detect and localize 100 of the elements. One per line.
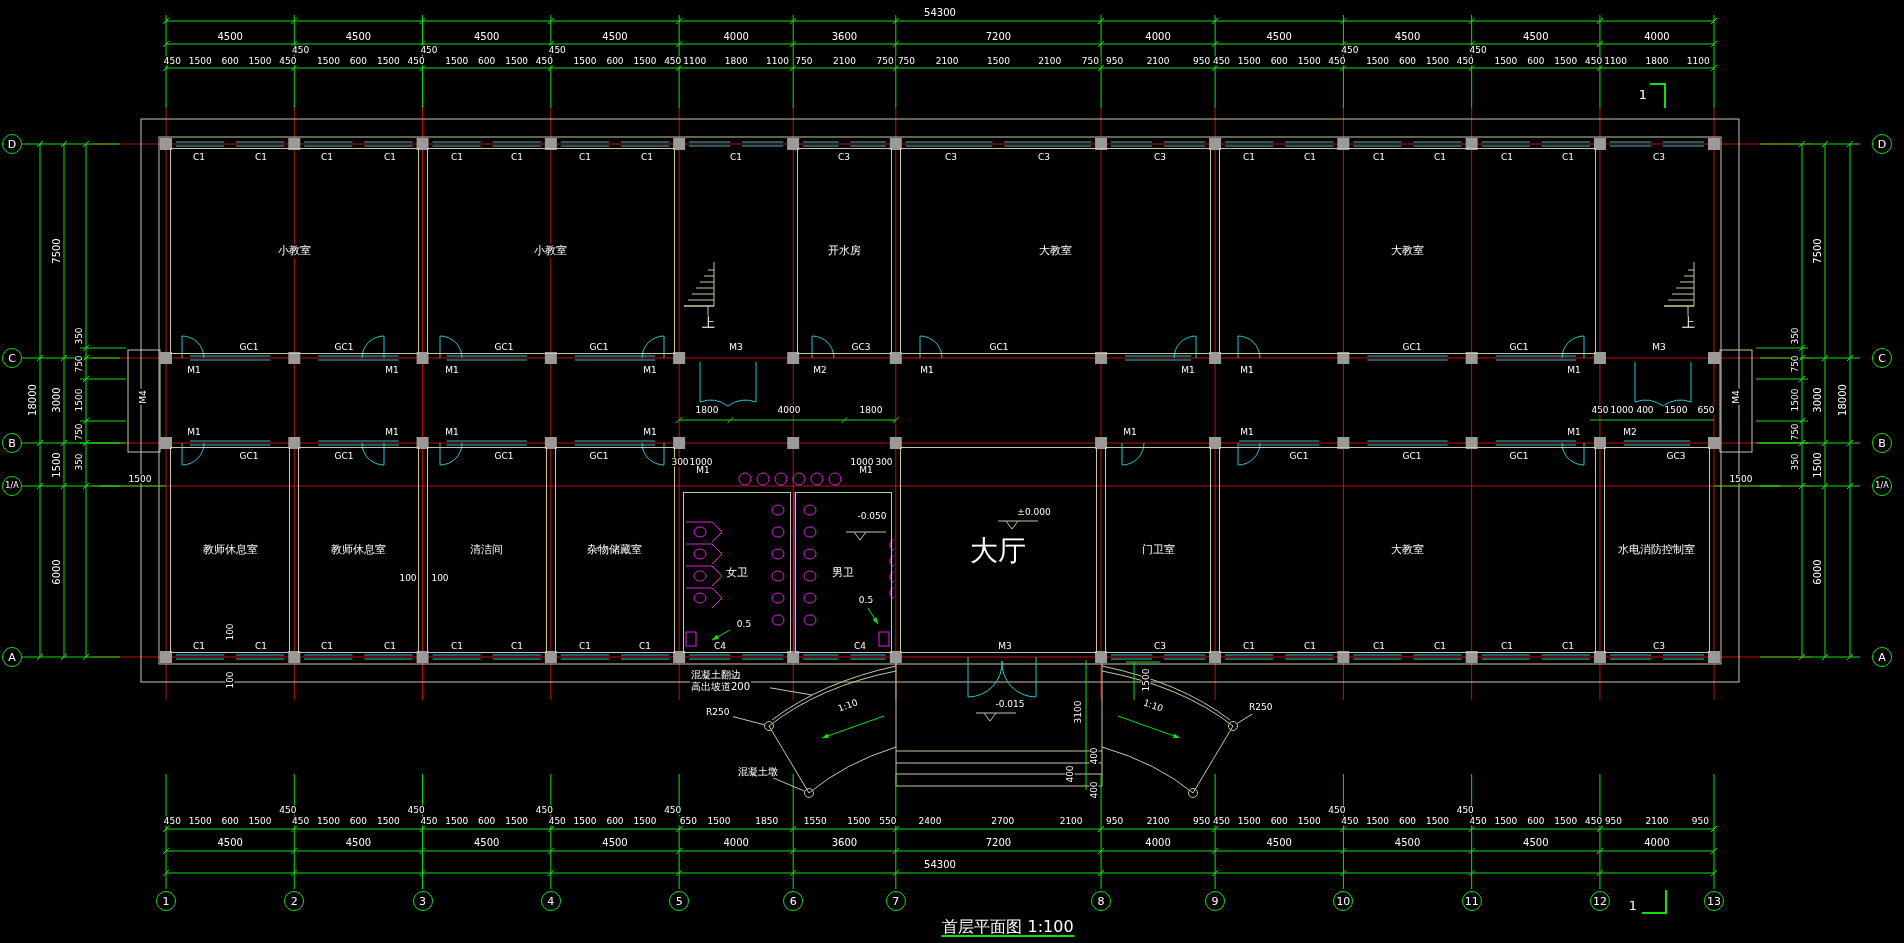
annotation-text: 混凝土墩 [737, 766, 781, 778]
stair-direction-text: 上 [700, 315, 716, 329]
dimension-text: 100 [225, 670, 235, 690]
door-window-code: M1 [1239, 365, 1255, 375]
dimension-text: 6000 [1813, 558, 1823, 586]
dimension-text: 450 [1211, 56, 1232, 66]
axis-bubble: 2 [284, 891, 305, 911]
dimension-text: 450 [547, 45, 567, 55]
dimension-text: 4500 [1265, 838, 1293, 848]
elevation-text: ±0.000 [1016, 507, 1052, 517]
dimension-text: 4500 [344, 838, 373, 848]
dimension-text: 950 [1191, 56, 1212, 66]
dimension-text: 1500 [1365, 816, 1391, 826]
axis-bubble: A [2, 647, 22, 667]
dimension-text: 600 [348, 816, 368, 826]
dimension-text: 54300 [923, 860, 957, 870]
dimension-text: 1500 [247, 56, 273, 66]
dimension-text: 2100 [1037, 56, 1063, 66]
dimension-text: 1850 [754, 816, 780, 826]
dimension-text: 450 [419, 816, 439, 826]
dimension-text: 600 [220, 816, 240, 826]
dimension-text: 1500 [1663, 405, 1689, 415]
section-number: 1 [1627, 898, 1639, 912]
dimension-text: 450 [291, 45, 311, 55]
dimension-text: 650 [1696, 405, 1716, 415]
axis-bubble: 4 [540, 891, 561, 911]
dimension-text: 1550 [802, 816, 828, 826]
door-window-code: C1 [729, 152, 743, 162]
dimension-text: 100 [225, 622, 235, 642]
axis-bubble: 1/A [2, 476, 22, 496]
dimension-text: 1500 [1790, 387, 1800, 413]
dimension-text: 600 [1397, 56, 1418, 66]
dimension-text: 1500 [706, 816, 732, 826]
door-window-code: C1 [1303, 152, 1317, 162]
dimension-text: 4000 [1144, 838, 1172, 848]
dimension-text: 1100 [765, 56, 790, 66]
dimension-text: 950 [1603, 816, 1624, 826]
dimension-text: 450 [406, 805, 426, 815]
dimension-text: 1500 [572, 56, 598, 66]
door-window-code: C3 [1652, 152, 1666, 162]
dimension-text: 600 [477, 56, 497, 66]
dimension-text: 7500 [52, 237, 62, 265]
dimension-text: 350 [74, 452, 84, 472]
dimension-text: 4500 [601, 838, 629, 848]
dimension-text: 450 [1340, 45, 1360, 55]
dimension-text: 4000 [1643, 838, 1671, 848]
dimension-text: 750 [1790, 422, 1800, 442]
elevation-text: -0.050 [856, 511, 888, 521]
dimension-text: 550 [878, 816, 898, 826]
door-window-code: GC1 [588, 342, 610, 352]
dimension-text: 1500 [1493, 56, 1519, 66]
dimension-text: 450 [1455, 56, 1475, 66]
dimension-text: 600 [348, 56, 368, 66]
dimension-text: 1500 [1425, 816, 1450, 826]
dimension-text: 1000 [1609, 405, 1635, 415]
dimension-text: 750 [1790, 354, 1800, 374]
dimension-text: 2400 [917, 816, 943, 826]
door-window-code: M1 [1566, 365, 1582, 375]
dimension-text: 1500 [1728, 474, 1754, 484]
door-window-code: C1 [1500, 152, 1514, 162]
dimension-text: 450 [1327, 805, 1347, 815]
dimension-text: 1500 [1365, 56, 1391, 66]
dimension-text: 1500 [572, 816, 598, 826]
axis-bubble: 10 [1333, 891, 1354, 911]
door-window-code: GC3 [850, 342, 872, 352]
dimension-text: 1100 [1603, 56, 1629, 66]
dimension-text: 4000 [722, 838, 750, 848]
dimension-text: 4000 [1144, 32, 1172, 42]
dimension-text: 4500 [1393, 838, 1422, 848]
dimension-text: 950 [1191, 816, 1212, 826]
door-window-code: M1 [1180, 365, 1196, 375]
dimension-text: 2100 [1058, 816, 1084, 826]
door-window-code: M1 [858, 465, 874, 475]
door-window-code: M1 [1566, 427, 1582, 437]
dimension-text: 1500 [444, 56, 470, 66]
dimension-text: 600 [605, 56, 625, 66]
dimension-text: 1500 [1236, 56, 1262, 66]
door-window-code: C1 [1303, 641, 1317, 651]
dimension-text: 1500 [1425, 56, 1450, 66]
dimension-text: 600 [1526, 816, 1546, 826]
door-window-code: C1 [254, 152, 268, 162]
door-window-code: GC1 [588, 451, 610, 461]
door-window-code: GC3 [1665, 451, 1687, 461]
dimension-text: 1500 [52, 451, 62, 479]
door-window-code: M1 [444, 365, 460, 375]
door-window-code: GC1 [1401, 451, 1423, 461]
axis-bubble: B [2, 433, 22, 453]
dimension-text: 1500 [375, 816, 401, 826]
annotation-text: 混凝土翻边 高出坡道200 [690, 667, 770, 695]
dimension-text: 1800 [1644, 56, 1670, 66]
door-window-code: GC1 [988, 342, 1010, 352]
dimension-text: 400 [1065, 764, 1075, 784]
door-window-code: C1 [1372, 152, 1386, 162]
door-window-code: C3 [1037, 152, 1051, 162]
dimension-text: 950 [1690, 816, 1711, 826]
dimension-text: 4500 [1265, 32, 1293, 42]
dimension-text: 450 [1583, 816, 1604, 826]
dimension-text: 450 [291, 816, 311, 826]
dimension-text: 450 [1468, 816, 1488, 826]
dimension-text: 600 [220, 56, 240, 66]
